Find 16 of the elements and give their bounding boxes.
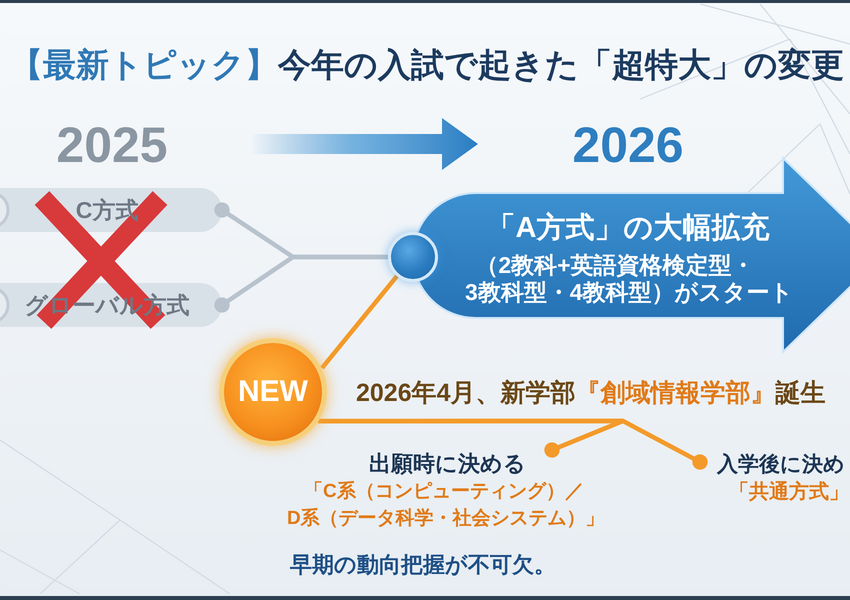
connector-line: [318, 418, 708, 470]
option-text: 「共通方式」: [729, 480, 849, 505]
option-label: C方式: [76, 196, 138, 225]
option-text: 「C系（コンピューティング）／D系（データ科学・社会システム）」: [286, 480, 606, 531]
heading-text: 入学後に決め: [717, 452, 845, 478]
year-label: 2026: [572, 116, 684, 174]
year-label: 2025: [56, 116, 168, 174]
connector-line: [214, 254, 388, 313]
new-badge: NEW: [219, 338, 327, 446]
banner-heading: 「A方式」の大幅拡充: [486, 211, 770, 245]
caption-text: 2026年4月、新学部『創域情報学部』誕生: [356, 378, 826, 409]
connector-line: [320, 274, 399, 370]
title-text: 【最新トピック】今年の入試で起きた「超特大」の変更: [10, 45, 844, 85]
note-text: 早期の動向把握が不可欠。: [290, 551, 556, 579]
banner-text: （2教科+英語資格検定型・3教科型・4教科型）がスタート: [465, 252, 795, 306]
heading-text: 出願時に決める: [369, 450, 526, 478]
